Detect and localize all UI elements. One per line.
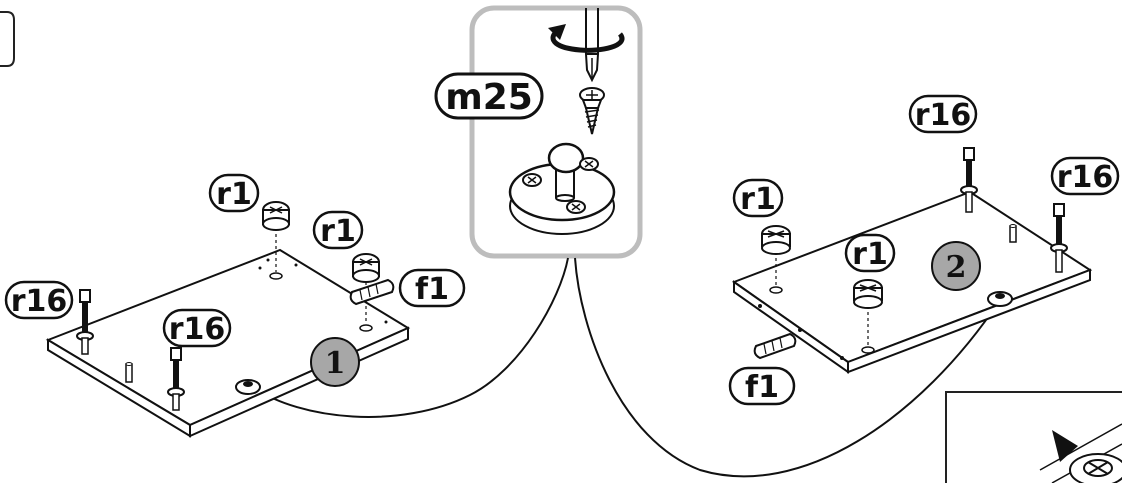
callout-box: m25 [434, 5, 643, 259]
panel-2: r1 r1 f1 r16 r16 2 [728, 94, 1120, 406]
base-plate-icon [508, 142, 616, 235]
cam-lock-label: r1 [852, 237, 888, 272]
screwdriver-icon [584, 8, 600, 83]
bolt-label: r16 [915, 98, 972, 133]
dowel-label: f1 [415, 272, 449, 307]
bolt-label: r16 [1057, 160, 1114, 195]
panel-1: r1 r1 f1 r16 r16 1 [4, 173, 466, 438]
connector-line-2 [574, 257, 1001, 478]
bolt-label: r16 [11, 284, 68, 319]
dowel-icon [753, 332, 797, 360]
connecting-bolt-icon [76, 289, 94, 355]
base-plate-icon [987, 291, 1013, 307]
peg-icon [125, 362, 133, 383]
step-number-1: 1 [325, 346, 346, 381]
peg-icon [1009, 224, 1017, 243]
step-number-2: 2 [946, 250, 967, 285]
cam-lock-icon [352, 253, 380, 283]
previous-frame-edge [0, 11, 15, 67]
cam-lock-icon [853, 279, 883, 309]
part-label: m25 [445, 77, 533, 118]
cam-lock-label: r1 [320, 214, 356, 249]
rotate-arrow-icon [550, 30, 625, 53]
dowel-icon [349, 278, 395, 306]
connecting-bolt-icon [1050, 203, 1068, 273]
pointer-arrow-icon [1052, 430, 1078, 462]
cam-lock-label: r1 [740, 182, 776, 217]
dowel-label: f1 [745, 370, 779, 405]
base-plate-icon [235, 379, 261, 395]
bolt-label: r16 [169, 312, 226, 347]
base-plate-icon [1069, 453, 1122, 487]
detail-inset [945, 391, 1122, 487]
connecting-bolt-icon [960, 147, 978, 213]
cam-lock-icon [262, 201, 290, 231]
cam-lock-label: r1 [216, 177, 252, 212]
cam-lock-icon [761, 225, 791, 255]
connector-line-1 [252, 257, 569, 418]
connecting-bolt-icon [167, 347, 185, 411]
screw-icon [579, 87, 605, 135]
part-label-badge [434, 72, 544, 120]
